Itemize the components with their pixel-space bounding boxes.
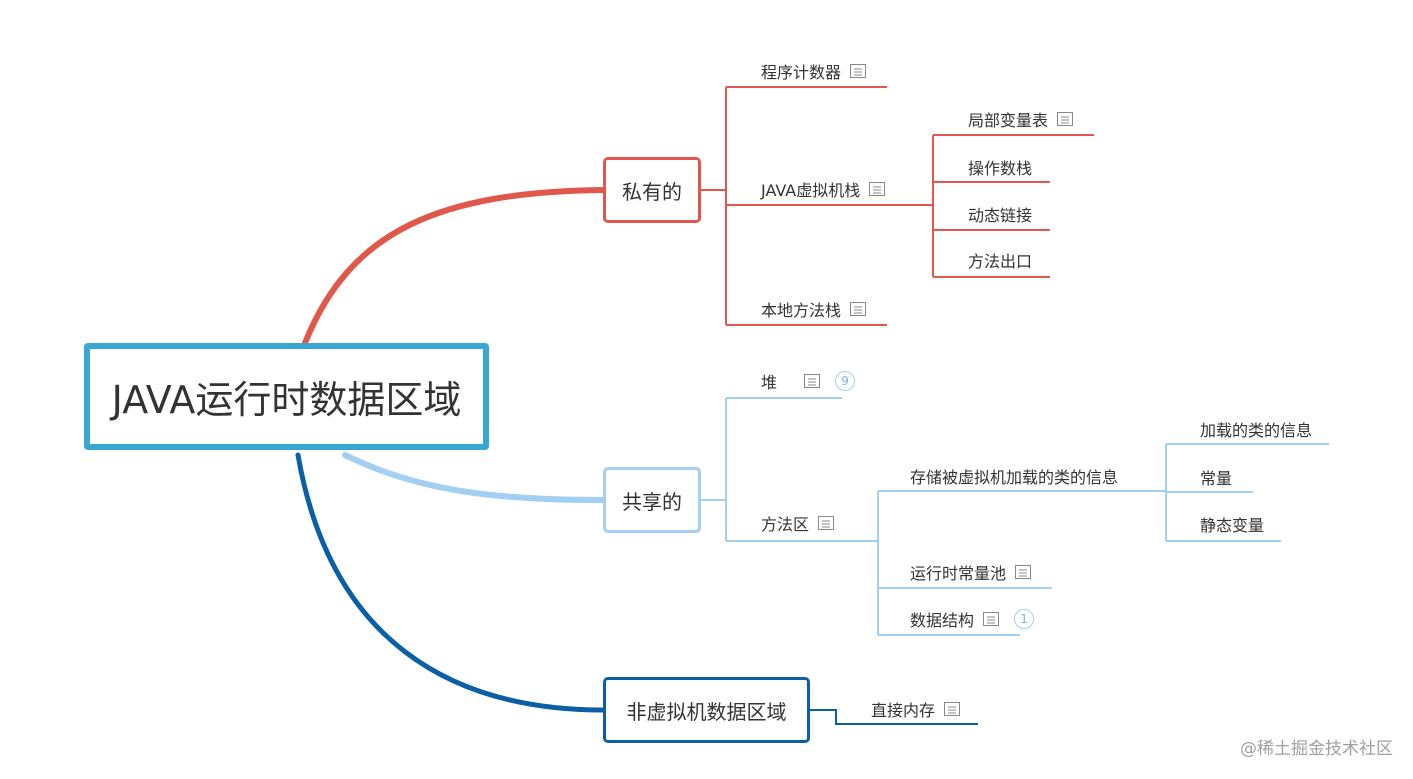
private-subtree-lines [701,86,1094,326]
topic-runtime-constant-pool-label: 运行时常量池 [910,564,1007,583]
note-icon[interactable] [849,63,867,79]
topic-jvm-stack-label: JAVA虚拟机栈 [761,181,861,200]
root-node[interactable]: JAVA运行时数据区域 [84,343,489,450]
note-icon[interactable] [817,515,835,531]
note-icon[interactable] [982,611,1000,627]
heap-count-badge[interactable]: 9 [835,371,856,391]
root-to-private-curve [302,187,606,346]
root-to-native-curve [295,452,606,713]
topic-native-method-stack-label: 本地方法栈 [761,301,842,320]
topic-static-variables[interactable]: 静态变量 [1200,512,1264,536]
topic-class-info-storage-label: 存储被虚拟机加载的类的信息 [910,468,1119,487]
branch-shared[interactable]: 共享的 [603,467,701,533]
branch-shared-label: 共享的 [622,489,682,514]
topic-runtime-constant-pool[interactable]: 运行时常量池 [910,560,1032,584]
note-icon[interactable] [1056,111,1074,127]
topic-dynamic-linking-label: 动态链接 [968,206,1033,225]
topic-method-area[interactable]: 方法区 [761,511,835,535]
topic-direct-memory[interactable]: 直接内存 [871,697,961,721]
topic-loaded-class-info-label: 加载的类的信息 [1200,421,1313,440]
topic-method-area-label: 方法区 [761,515,810,534]
watermark: @稀土掘金技术社区 [1240,739,1393,759]
native-subtree-lines [810,709,978,725]
topic-operand-stack[interactable]: 操作数栈 [968,155,1032,179]
topic-native-method-stack[interactable]: 本地方法栈 [761,297,867,321]
branch-native[interactable]: 非虚拟机数据区域 [603,677,810,743]
shared-subtree-lines [701,397,1329,636]
topic-local-variable-table[interactable]: 局部变量表 [968,107,1074,131]
topic-static-variables-label: 静态变量 [1200,516,1265,535]
topic-class-info-storage[interactable]: 存储被虚拟机加载的类的信息 [910,464,1118,488]
data-structure-count-badge[interactable]: 1 [1014,609,1035,629]
topic-pc-counter[interactable]: 程序计数器 [761,59,867,83]
topic-heap[interactable]: 堆 9 [761,369,856,393]
note-icon[interactable] [943,701,961,717]
topic-operand-stack-label: 操作数栈 [968,159,1033,178]
topic-jvm-stack[interactable]: JAVA虚拟机栈 [761,177,886,201]
note-icon[interactable] [1014,564,1032,580]
branch-native-label: 非虚拟机数据区域 [626,699,787,724]
topic-loaded-class-info[interactable]: 加载的类的信息 [1200,417,1312,441]
topic-direct-memory-label: 直接内存 [871,701,936,720]
topic-constants[interactable]: 常量 [1200,465,1232,489]
topic-method-exit-label: 方法出口 [968,252,1033,271]
note-icon[interactable] [849,301,867,317]
note-icon[interactable] [803,373,821,389]
root-label: JAVA运行时数据区域 [111,378,462,422]
branch-private[interactable]: 私有的 [603,157,701,223]
note-icon[interactable] [868,181,886,197]
topic-heap-label: 堆 [761,373,778,392]
topic-data-structure[interactable]: 数据结构 1 [910,607,1035,631]
root-to-shared-curve [342,452,606,503]
topic-method-exit[interactable]: 方法出口 [968,248,1032,272]
branch-private-label: 私有的 [622,179,682,204]
topic-constants-label: 常量 [1200,469,1233,488]
topic-local-variable-table-label: 局部变量表 [968,111,1049,130]
topic-pc-counter-label: 程序计数器 [761,63,842,82]
topic-dynamic-linking[interactable]: 动态链接 [968,202,1032,226]
topic-data-structure-label: 数据结构 [910,611,975,630]
